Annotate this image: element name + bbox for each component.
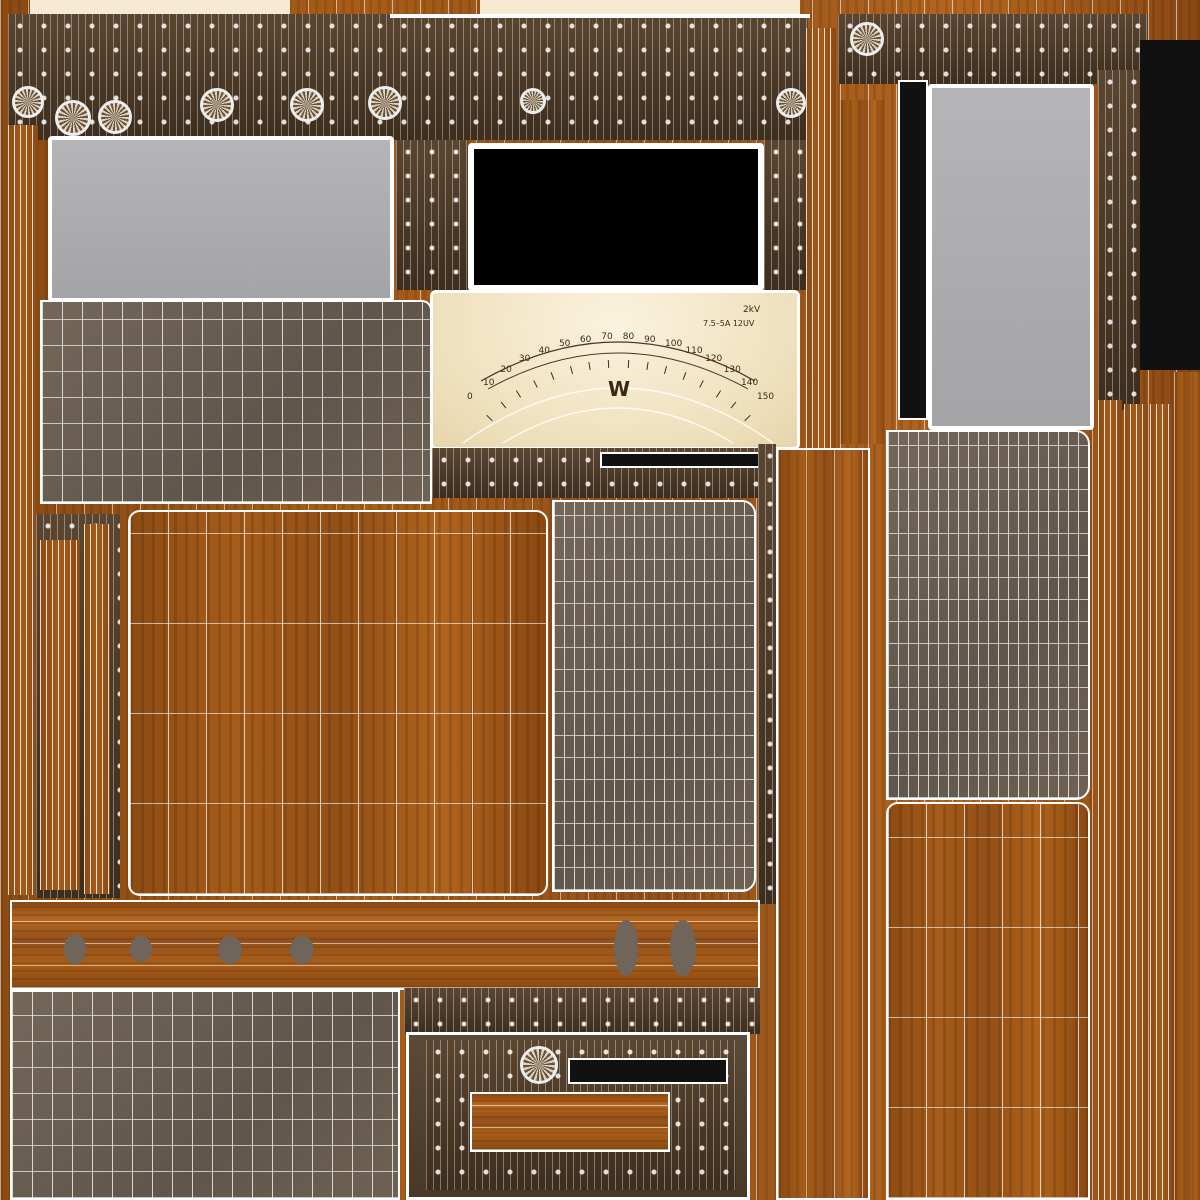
knob-7 [520,88,546,114]
knob-6 [368,86,402,120]
gray-panel-right [928,84,1094,430]
wood-strip-edge-1 [1098,400,1122,1200]
meter-tick [730,401,737,409]
meter-tick [516,389,522,398]
top-white-line [390,14,810,18]
parts-strip-top [8,14,808,140]
top-cream-tab-right [480,0,800,14]
wood-panel-large [128,510,548,896]
meter-scale-label: 140 [741,377,759,388]
wood-panel-lower-right [886,802,1090,1200]
hole-3 [218,936,242,964]
meter-scale-label: 10 [482,377,495,388]
wood-band-holes [10,900,760,990]
meter-scale-label: 100 [665,338,683,349]
grille-bar [600,452,770,468]
meter-spec-line2: 7.5–5A 12UV [703,319,755,328]
mesh-panel-center [552,500,756,892]
grille-bar-bottom [568,1058,728,1084]
meter-tick [500,401,507,409]
parts-right-of-screen [764,140,810,290]
knob-3 [98,100,132,134]
wood-strip-edge-3 [1150,404,1172,1200]
meter-tick [699,380,704,388]
meter-spec-line1: 2kV [743,305,761,315]
knob-8 [776,88,806,118]
meter-symbol: W [608,377,631,401]
meter-scale-label: 130 [723,365,741,376]
meter-scale-label: 120 [705,354,723,365]
left-edge-strip [8,125,38,895]
dark-strip-1 [898,80,928,420]
meter-scale-arc [462,341,774,444]
knob-bottom [520,1046,558,1084]
meter-tick [715,389,721,398]
top-cream-tab-left [30,0,290,14]
left-vertical-wood-2 [84,524,110,894]
parts-vertical-center [758,444,776,904]
meter-tick [608,360,610,369]
knob-5 [290,88,324,122]
meter-scale-label: 30 [518,354,531,365]
meter-tick [682,372,686,381]
meter-tick [569,366,573,375]
wood-strip-edge-2 [1124,404,1148,1200]
parts-bottom [404,988,760,1034]
black-corner-block [1140,40,1200,370]
meter-scale-label: 40 [538,345,550,356]
knob-2 [55,100,91,136]
meter-scale-label: 60 [579,334,592,345]
left-vertical-wood [40,540,80,890]
wood-column-center [776,448,870,1200]
parts-left-of-screen [396,140,468,290]
knob-1 [12,86,44,118]
meter-tick [664,366,668,375]
meter-tick [646,362,649,371]
meter-tick [588,362,591,371]
black-panel [468,143,764,291]
meter-scale-label: 80 [622,332,635,343]
parts-right-of-gray [1098,70,1140,410]
gray-panel-left [48,136,394,302]
meter-scale-label: 70 [601,332,613,343]
meter-tick [485,414,493,421]
meter-tick [744,414,752,421]
wood-strip-right-2 [840,100,884,444]
wood-trim-bottom [470,1092,670,1152]
mesh-panel-upper-left [40,300,432,504]
wood-strip-edge-4 [1174,372,1200,1200]
parts-strip-top-right [838,14,1148,84]
meter-tick [551,372,555,381]
knob-9 [850,22,884,56]
mesh-panel-right [886,430,1090,800]
meter-scale-label: 90 [644,334,656,345]
meter-scale-label: 110 [685,345,703,356]
hole-4 [290,936,314,964]
hole-2 [130,936,152,962]
meter-tick [533,380,538,388]
hole-1 [64,934,86,964]
hole-5 [614,920,638,976]
meter-scale-label: 50 [558,338,571,349]
hole-6 [670,920,696,976]
meter-scale-label: 150 [756,392,775,403]
meter-scale-label: 20 [500,365,512,376]
mesh-panel-bottom-left [10,990,400,1200]
wood-strip-right-1 [806,28,836,448]
meter-scale-label: 0 [467,392,473,403]
knob-4 [200,88,234,122]
meter-tick [627,360,629,369]
